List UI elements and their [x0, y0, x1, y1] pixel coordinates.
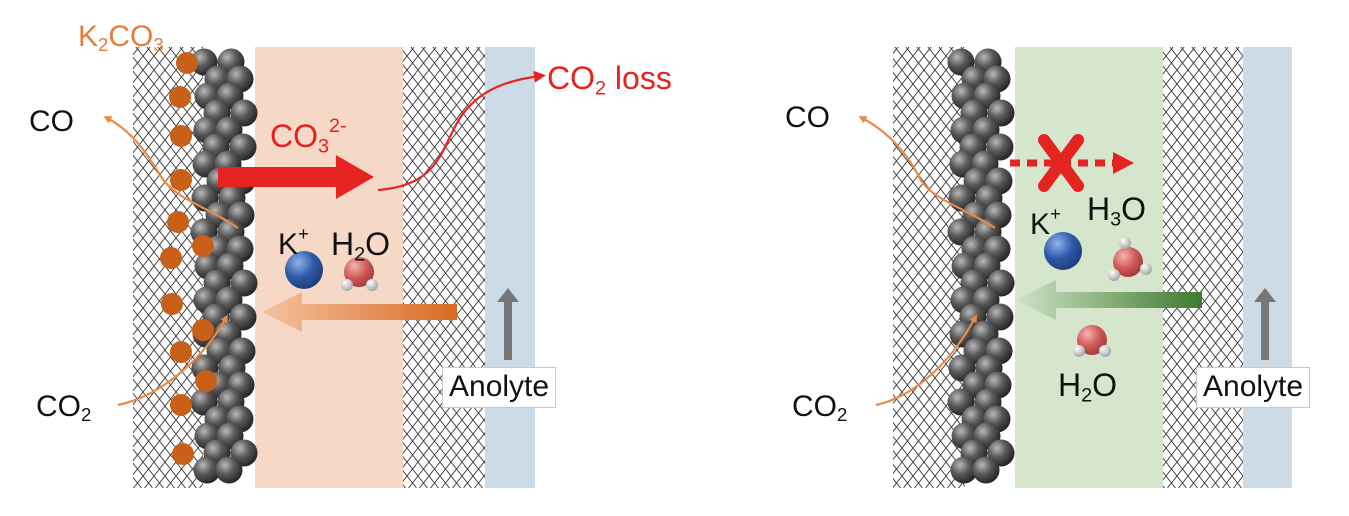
left-water-o: O: [365, 226, 391, 262]
left-panel: [103, 47, 546, 488]
right-co2-in-arrow: [875, 314, 977, 407]
right-co2-label: CO2: [792, 392, 847, 425]
right-panel: [858, 47, 1292, 488]
left-co2-sub: 2: [81, 404, 92, 426]
k2co3-particle: [176, 52, 198, 74]
right-catalyst-particles: [947, 48, 1015, 484]
left-k2co3-precipitate: [160, 52, 217, 465]
right-cation-arrow: [1016, 280, 1202, 320]
left-carbonate-label: CO32-: [270, 115, 347, 158]
co2-loss-main: CO: [547, 60, 595, 96]
right-water-molecule: [1073, 325, 1111, 357]
carbonate-sub: 3: [318, 135, 330, 158]
k2co3-particle: [160, 247, 182, 269]
left-co2-loss-arrow: [377, 70, 546, 192]
right-anolyte-flow-arrow: [1254, 288, 1276, 360]
k2co3-particle: [169, 86, 191, 108]
left-co2-main: CO: [36, 390, 81, 423]
right-k-ion-label: K+: [1030, 203, 1061, 241]
k2co3-particle: [170, 341, 192, 363]
catalyst-particle: [215, 456, 243, 484]
left-k-main: K: [278, 227, 299, 261]
left-membrane-region: [485, 47, 535, 488]
right-water-sub: 2: [1081, 384, 1093, 407]
k2co3-particle: [170, 125, 192, 147]
left-water-h: H: [331, 226, 355, 262]
left-co2-label: CO2: [36, 392, 91, 425]
right-co2-sub: 2: [837, 404, 848, 426]
left-k-sup: +: [298, 223, 309, 244]
k2co3-particle: [192, 235, 214, 257]
right-hydronium-label: H3O: [1087, 193, 1146, 230]
k2co3-mid: CO: [108, 20, 154, 53]
catalyst-particle: [972, 456, 1000, 484]
right-hydronium-molecule: [1108, 237, 1152, 281]
k2co3-sub2: 3: [153, 34, 164, 56]
k2co3-particle: [170, 169, 192, 191]
k2co3-k: K: [78, 20, 99, 53]
left-catholyte-region: [255, 47, 403, 488]
right-anolyte-label: Anolyte: [1196, 367, 1311, 408]
right-co-out-arrow: [858, 116, 996, 229]
catalyst-particle: [193, 456, 221, 484]
left-water-sub: 2: [354, 243, 366, 266]
k2co3-sub1: 2: [98, 34, 109, 56]
left-co-label: CO: [29, 105, 74, 138]
co2-loss-sub: 2: [595, 77, 607, 100]
carbonate-sup: 2-: [329, 115, 347, 137]
right-water-h: H: [1058, 367, 1082, 403]
left-co-out-arrow: [103, 116, 239, 229]
hydronium-h: H: [1087, 191, 1111, 227]
hydronium-o: O: [1121, 191, 1147, 227]
left-water-label: H2O: [331, 228, 390, 265]
left-anolyte-label: Anolyte: [442, 367, 557, 408]
right-membrane-region: [1243, 47, 1292, 488]
k2co3-particle: [192, 319, 214, 341]
right-water-o: O: [1092, 367, 1118, 403]
k2co3-particle: [161, 293, 183, 315]
left-k-ion: [285, 251, 323, 289]
k2co3-particle: [167, 211, 189, 233]
right-membrane-mesh: [1163, 47, 1243, 488]
right-water-label: H2O: [1058, 369, 1117, 406]
left-water-molecule: [341, 257, 378, 291]
left-membrane-mesh: [403, 47, 485, 488]
right-k-ion: [1044, 232, 1082, 270]
co2-loss-tail: loss: [606, 60, 672, 96]
left-anolyte-flow-arrow: [497, 288, 519, 360]
left-cation-arrow: [262, 292, 457, 332]
left-k2co3-label: K2CO3: [78, 22, 164, 55]
right-blocked-x-icon: [1038, 134, 1084, 192]
carbonate-main: CO: [270, 117, 318, 154]
right-k-main: K: [1030, 207, 1051, 241]
k2co3-particle: [170, 394, 192, 416]
left-co2-loss-label: CO2 loss: [547, 62, 672, 99]
hydronium-sub: 3: [1110, 208, 1122, 231]
k2co3-particle: [195, 370, 217, 392]
right-k-sup: +: [1050, 203, 1061, 224]
k2co3-particle: [172, 443, 194, 465]
left-carbonate-arrow: [218, 155, 374, 199]
right-co-label: CO: [785, 101, 830, 134]
left-k-ion-label: K+: [278, 223, 309, 261]
left-co2-in-arrow: [117, 314, 228, 407]
right-co2-main: CO: [792, 390, 837, 423]
catalyst-particle: [950, 456, 978, 484]
